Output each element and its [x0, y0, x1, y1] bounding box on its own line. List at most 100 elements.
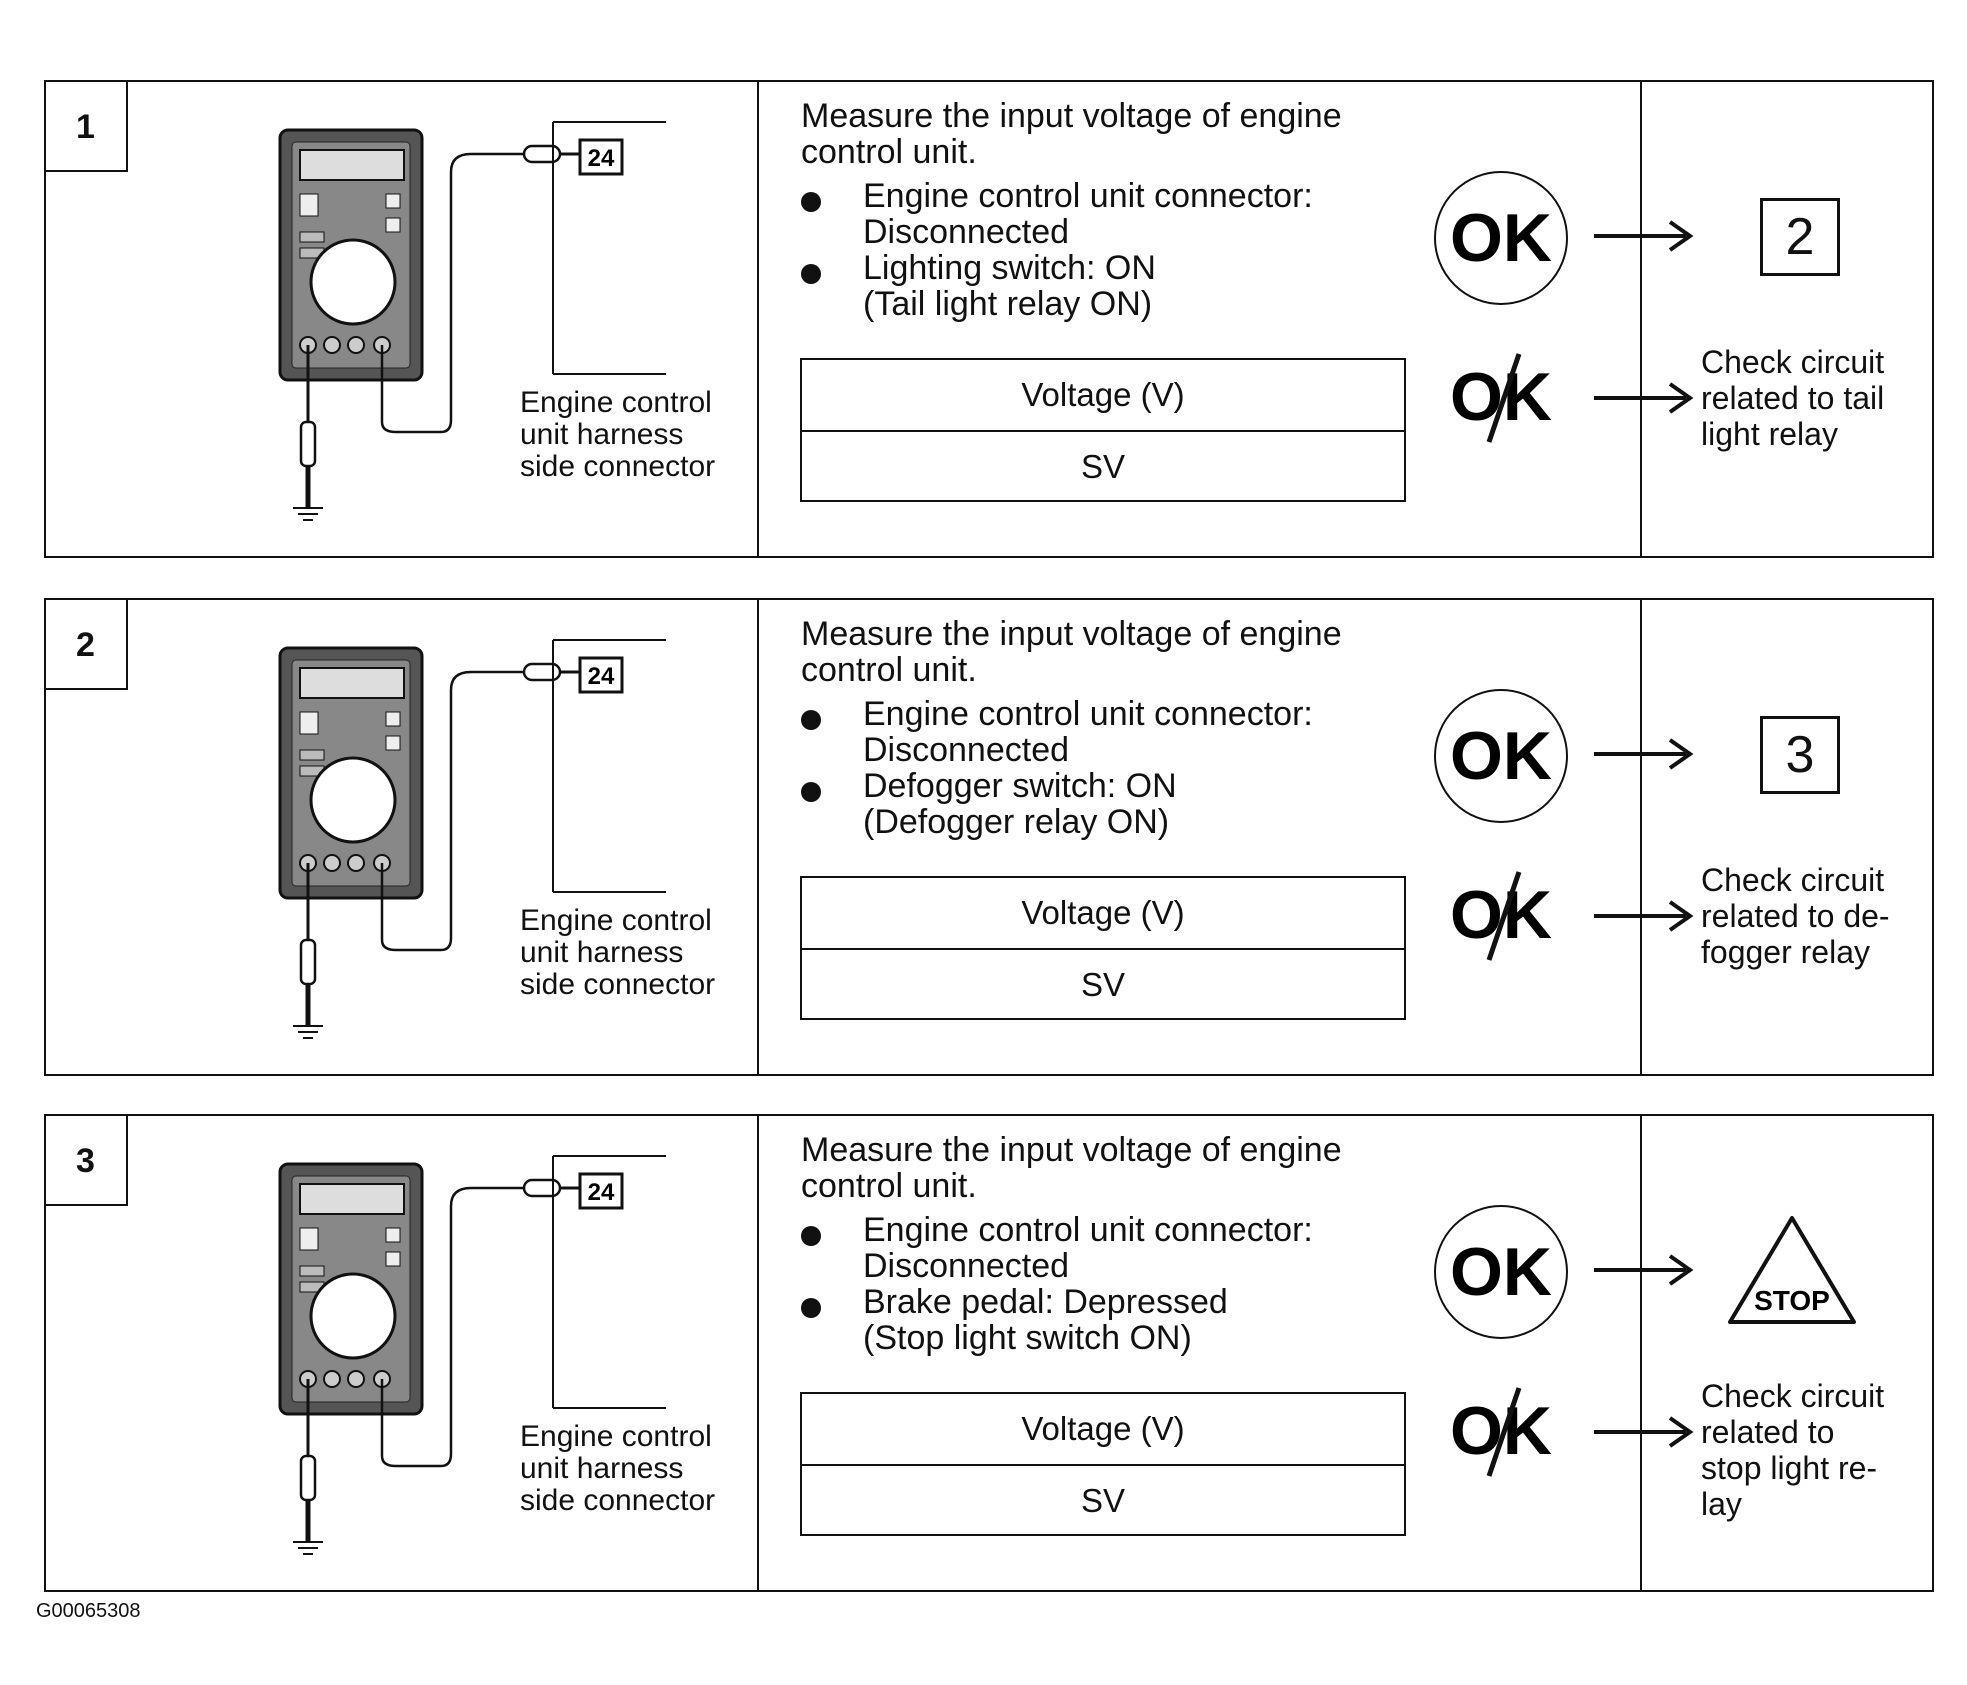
check-circuit-line: related to tail: [1701, 380, 1885, 416]
multimeter-illustration: 24: [278, 639, 666, 1039]
check-circuit-line: Check circuit: [1701, 1378, 1885, 1414]
ok-icon: OK: [1434, 689, 1568, 823]
voltage-table-header: Voltage (V): [1021, 376, 1185, 413]
ok-arrow-icon: [1594, 220, 1694, 252]
voltage-table-header: Voltage (V): [1021, 894, 1185, 931]
next-step-box[interactable]: 3: [1760, 716, 1840, 794]
instruction-line: Measure the input voltage of engine: [801, 615, 1342, 653]
ok-icon: OK: [1434, 171, 1568, 305]
not-ok-arrow-icon: [1594, 382, 1694, 414]
condition-line: (Defogger relay ON): [863, 803, 1170, 841]
ok-label: OK: [1450, 1234, 1552, 1310]
cross-out-stroke: [1486, 871, 1522, 961]
condition-line: Disconnected: [863, 213, 1070, 251]
condition-line: Engine control unit connector:: [863, 1211, 1313, 1249]
stop-icon: STOP: [1728, 1216, 1856, 1324]
cross-out-stroke: [1486, 1387, 1522, 1477]
multimeter-illustration: 24: [278, 121, 666, 521]
check-circuit-line: lay: [1701, 1486, 1742, 1522]
condition-line: Engine control unit connector:: [863, 695, 1313, 733]
bullet-icon: [801, 1298, 821, 1318]
not-ok-label: OK: [1450, 359, 1552, 435]
connector-pin-number: 24: [588, 663, 615, 690]
not-ok-icon: OK: [1450, 1387, 1552, 1477]
voltage-table-value: SV: [802, 430, 1404, 502]
check-circuit-line: related to de-: [1701, 898, 1890, 934]
condition-line: Disconnected: [863, 1247, 1070, 1285]
bullet-icon: [801, 264, 821, 284]
check-circuit-line: light relay: [1701, 416, 1838, 452]
column-divider: [1640, 600, 1642, 1074]
instruction-line: control unit.: [801, 133, 977, 171]
column-divider: [1640, 1116, 1642, 1590]
not-ok-icon: OK: [1450, 353, 1552, 443]
next-step-box[interactable]: 2: [1760, 198, 1840, 276]
column-divider: [757, 82, 759, 556]
ok-arrow-icon: [1594, 1254, 1694, 1286]
bullet-icon: [801, 710, 821, 730]
stop-label: STOP: [1754, 1285, 1830, 1316]
voltage-table-value: SV: [802, 1464, 1404, 1536]
condition-line: Lighting switch: ON: [863, 249, 1156, 287]
column-divider: [1640, 82, 1642, 556]
voltage-table: Voltage (V) SV: [800, 876, 1406, 1020]
instruction-line: control unit.: [801, 651, 977, 689]
caption-line: side connector: [520, 1484, 716, 1517]
not-ok-arrow-icon: [1594, 900, 1694, 932]
not-ok-label: OK: [1450, 1393, 1552, 1469]
figure-id: G00065308: [36, 1600, 141, 1622]
caption-line: unit harness: [520, 418, 684, 451]
instruction-line: Measure the input voltage of engine: [801, 1131, 1342, 1169]
bullet-icon: [801, 1226, 821, 1246]
not-ok-icon: OK: [1450, 871, 1552, 961]
caption-line: Engine control: [520, 386, 712, 419]
check-circuit-line: related to: [1701, 1414, 1835, 1450]
column-divider: [757, 600, 759, 1074]
condition-line: Defogger switch: ON: [863, 767, 1177, 805]
column-divider: [757, 1116, 759, 1590]
ok-icon: OK: [1434, 1205, 1568, 1339]
caption-line: Engine control: [520, 1420, 712, 1453]
not-ok-arrow-icon: [1594, 1416, 1694, 1448]
caption-line: unit harness: [520, 936, 684, 969]
ok-label: OK: [1450, 200, 1552, 276]
check-circuit-line: Check circuit: [1701, 862, 1885, 898]
ok-label: OK: [1450, 718, 1552, 794]
step-number: 2: [46, 600, 128, 690]
check-circuit-line: stop light re-: [1701, 1450, 1878, 1486]
caption-line: Engine control: [520, 904, 712, 937]
step-number: 1: [46, 82, 128, 172]
connector-pin-number: 24: [588, 1179, 615, 1206]
cross-out-stroke: [1486, 353, 1522, 443]
condition-line: Engine control unit connector:: [863, 177, 1313, 215]
voltage-table: Voltage (V) SV: [800, 1392, 1406, 1536]
condition-line: Disconnected: [863, 731, 1070, 769]
bullet-icon: [801, 192, 821, 212]
not-ok-label: OK: [1450, 877, 1552, 953]
step-number: 3: [46, 1116, 128, 1206]
connector-pin-number: 24: [588, 145, 615, 172]
caption-line: side connector: [520, 450, 716, 483]
check-circuit-line: fogger relay: [1701, 934, 1870, 970]
condition-line: (Tail light relay ON): [863, 285, 1153, 323]
voltage-table-header: Voltage (V): [1021, 1410, 1185, 1447]
voltage-table-value: SV: [802, 948, 1404, 1020]
bullet-icon: [801, 782, 821, 802]
instruction-line: control unit.: [801, 1167, 977, 1205]
condition-line: (Stop light switch ON): [863, 1319, 1192, 1357]
voltage-table: Voltage (V) SV: [800, 358, 1406, 502]
multimeter-illustration: 24: [278, 1155, 666, 1555]
condition-line: Brake pedal: Depressed: [863, 1283, 1228, 1321]
